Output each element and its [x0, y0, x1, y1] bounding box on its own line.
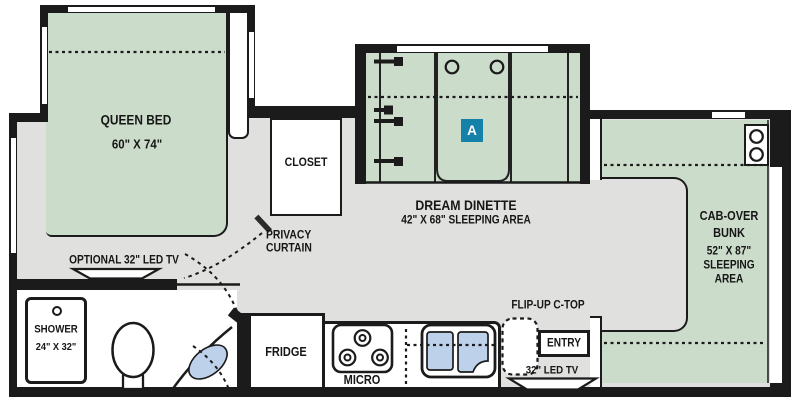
dinette-window: [397, 45, 548, 52]
bottom-wall: [9, 387, 791, 397]
dinette-slideout-wall-left: [355, 44, 366, 184]
entry-door: [538, 330, 590, 357]
cab-over-label-4: SLEEPING: [703, 259, 755, 272]
bedroom-window-top: [68, 6, 215, 12]
shower: [25, 297, 87, 384]
door-hinge-wedge: [227, 307, 248, 326]
galley-end-panel-top: [590, 119, 602, 180]
bathroom-wall: [9, 279, 177, 290]
kitchen-divider-wall: [237, 313, 248, 390]
privacy-curtain-label-1: PRIVACY: [266, 229, 312, 242]
queen-bed: [46, 11, 228, 237]
micro-label: MICRO: [343, 372, 381, 387]
door-swing-over-sink: [192, 345, 232, 396]
toilet: [111, 321, 155, 391]
privacy-curtain-arc: [183, 232, 263, 279]
dinette-table-holes: [444, 59, 505, 75]
top-right-window: [712, 111, 745, 118]
cab-passage: [585, 180, 603, 329]
bath-sink: [188, 344, 228, 380]
cab-over-label-5: AREA: [714, 273, 744, 286]
entry-tv-label: 32" LED TV: [525, 364, 579, 377]
bedroom-window-right: [248, 32, 254, 98]
sink-basin-left: [426, 331, 454, 371]
shower-size-label: 24" X 32": [35, 340, 77, 353]
entry-label: ENTRY: [547, 337, 581, 350]
privacy-curtain-rod: [254, 214, 273, 234]
privacy-curtain-label-2: CURTAIN: [266, 242, 312, 255]
option-a-badge: A: [461, 119, 483, 142]
queen-bed-label: QUEEN BED: [100, 112, 172, 128]
dinette-size-label: 42" X 68" SLEEPING AREA: [401, 214, 531, 227]
top-wall-left-stub: [9, 113, 48, 122]
bedroom-window-left: [41, 27, 47, 104]
left-wall-window: [10, 138, 16, 253]
cab-over-label-2: BUNK: [713, 225, 745, 240]
shower-label: SHOWER: [34, 323, 78, 336]
entry-tv: [505, 377, 600, 391]
option-a-badge-text: A: [467, 123, 477, 138]
galley-end-panel-bottom: [590, 316, 602, 387]
sink-basin-right: [457, 331, 489, 373]
optional-tv: [68, 267, 164, 280]
cab-floor: [602, 177, 688, 332]
dinette-seat-dividers: [379, 53, 569, 182]
cab-over-label-3: 52" X 87": [706, 245, 752, 258]
shower-drain: [52, 306, 62, 316]
left-wall: [9, 113, 17, 397]
flip-up-counter: [501, 317, 539, 376]
stove-burners: [338, 329, 389, 367]
closet-label: CLOSET: [284, 155, 328, 169]
dinette-table-brackets: [374, 57, 403, 166]
cab-over-label-1: CAB-OVER: [699, 208, 759, 223]
bath-door-swing-arc: [184, 253, 240, 318]
flip-up-ctop-label: FLIP-UP C-TOP: [511, 299, 585, 312]
queen-bed-size: 60" X 74": [111, 136, 163, 152]
closet: [270, 118, 342, 216]
dinette-name-label: DREAM DINETTE: [415, 197, 517, 213]
optional-tv-label: OPTIONAL 32" LED TV: [69, 254, 179, 267]
cab-console-knobs: [749, 129, 764, 162]
right-wall-window: [770, 167, 782, 383]
fridge-label: FRIDGE: [265, 344, 307, 359]
top-wall-right: [580, 110, 791, 119]
top-wall-mid: [247, 106, 366, 118]
